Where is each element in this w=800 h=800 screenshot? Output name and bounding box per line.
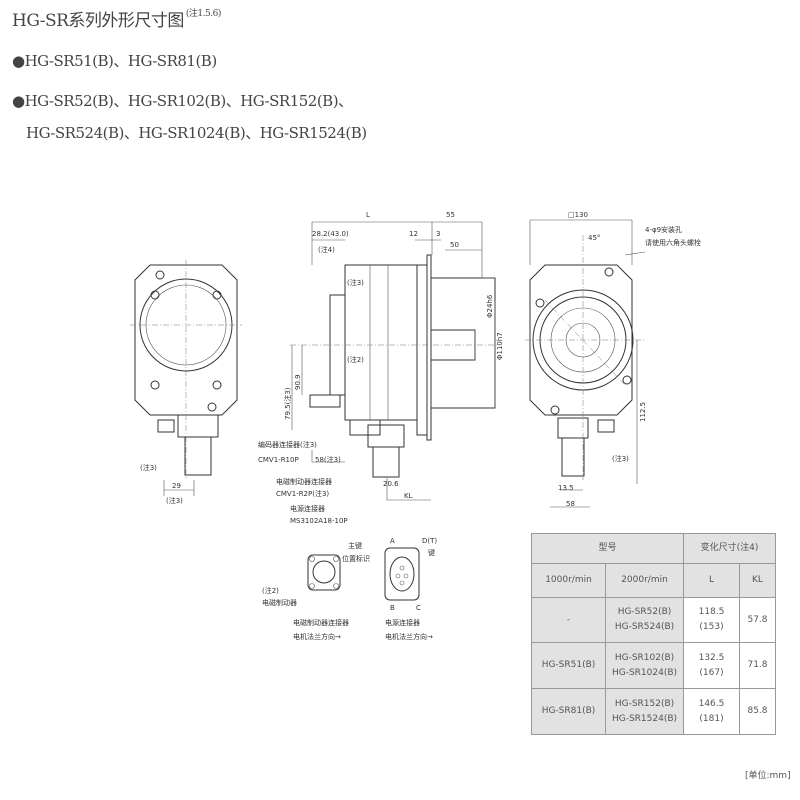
cell-1000: - bbox=[531, 597, 606, 643]
model-group-1: ●HG-SR51(B)、HG-SR81(B) bbox=[12, 52, 217, 70]
cell-L-brake: (153) bbox=[699, 622, 724, 632]
label-bolt-note: 请使用六角头螺栓 bbox=[645, 238, 701, 247]
cell-KL: 57.8 bbox=[739, 597, 776, 643]
cell-L-brake: (181) bbox=[699, 713, 724, 724]
dim-28: 28.2(43.0) bbox=[312, 230, 349, 238]
label-power-part: MS3102A18-10P bbox=[290, 517, 348, 525]
title-text: HG-SR系列外形尺寸图 bbox=[12, 11, 184, 31]
cell-L: 132.5 bbox=[698, 652, 725, 663]
page-title: HG-SR系列外形尺寸图(注1.5.6) bbox=[12, 6, 221, 31]
label-power-direction: 电机法兰方向→ bbox=[385, 632, 433, 641]
header-2000: 2000r/min bbox=[605, 563, 684, 598]
side-view-drawing: L 55 28.2(43.0) 12 3 (注4) 50 (注3) (注2) Φ… bbox=[258, 211, 504, 525]
cell-1000: HG-SR51(B) bbox=[531, 642, 606, 689]
dim-phi110: Φ110h7 bbox=[496, 332, 504, 360]
dim-79: 79.5(注3) bbox=[283, 387, 292, 420]
label-note2: (注2) bbox=[262, 586, 279, 595]
dim-50: 50 bbox=[450, 241, 459, 249]
dim-KL: KL bbox=[404, 492, 413, 500]
label-key-position: 位置标识 bbox=[342, 554, 370, 563]
table-row: - HG-SR52(B) HG-SR524(B) 118.5 (153) 57.8 bbox=[531, 597, 776, 643]
cell-KL: 71.8 bbox=[739, 642, 776, 689]
label-note3: (注3) bbox=[612, 454, 629, 463]
cell-2000: HG-SR52(B) bbox=[617, 607, 672, 617]
dim-90: 90.9 bbox=[294, 374, 302, 390]
title-note: (注1.5.6) bbox=[185, 9, 221, 19]
label-encoder-connector: 编码器连接器(注3) bbox=[258, 440, 317, 449]
label-key: 键 bbox=[428, 548, 435, 557]
cell-L: 146.5 bbox=[698, 698, 725, 709]
label-note3: (注3) bbox=[166, 496, 183, 505]
label-mounting-holes: 4-φ9安装孔 bbox=[645, 225, 682, 234]
header-model: 型号 bbox=[531, 533, 684, 564]
label-note3: (注3) bbox=[140, 463, 157, 472]
label-power-connector: 电源连接器 bbox=[385, 618, 420, 627]
label-note2: (注2) bbox=[347, 355, 364, 364]
unit-label: [单位:mm] bbox=[745, 771, 791, 781]
pin-d: D(T) bbox=[422, 537, 437, 545]
cell-KL: 85.8 bbox=[739, 688, 776, 735]
table-row: HG-SR81(B) HG-SR152(B) HG-SR1524(B) 146.5 (1… bbox=[531, 688, 776, 735]
label-brake-connector: 电磁制动器连接器 bbox=[293, 618, 349, 627]
cell-1000: HG-SR81(B) bbox=[531, 688, 606, 735]
cell-2000: HG-SR1524(B) bbox=[611, 713, 678, 724]
label-brake-part: CMV1-R2P(注3) bbox=[276, 489, 329, 498]
label-power-connector: 电源连接器 bbox=[290, 504, 325, 513]
cell-2000: HG-SR152(B) bbox=[614, 698, 675, 709]
label-brake-direction: 电机法兰方向→ bbox=[293, 632, 341, 641]
header-L: L bbox=[683, 563, 740, 598]
label-brake-connector: 电磁制动器连接器 bbox=[276, 477, 332, 486]
dim-L: L bbox=[366, 211, 370, 219]
pin-a: A bbox=[390, 537, 395, 545]
label-encoder-part: CMV1-R10P bbox=[258, 456, 299, 464]
dim-130: □130 bbox=[568, 211, 588, 219]
label-note4: (注4) bbox=[318, 245, 335, 254]
dim-58: 58 bbox=[566, 500, 575, 508]
dim-58: 58(注3) bbox=[315, 455, 341, 464]
cell-2000: HG-SR524(B) bbox=[614, 622, 675, 632]
label-note3: (注3) bbox=[347, 278, 364, 287]
cell-2000: HG-SR102(B) bbox=[614, 652, 675, 663]
header-variable: 变化尺寸(注4) bbox=[683, 533, 776, 564]
label-brake: 电磁制动器 bbox=[262, 598, 297, 607]
dim-55: 55 bbox=[446, 211, 455, 219]
cell-L: 118.5 bbox=[698, 607, 725, 617]
cell-L-brake: (167) bbox=[699, 667, 724, 678]
rear-view-drawing: (注3) 29 (注3) bbox=[130, 260, 242, 505]
pin-b: B bbox=[390, 604, 395, 612]
dim-phi24: Φ24h6 bbox=[486, 294, 494, 318]
dim-13: 13.5 bbox=[558, 484, 574, 492]
dim-112: 112.5 bbox=[639, 402, 647, 422]
pin-c: C bbox=[416, 604, 421, 612]
dim-3: 3 bbox=[436, 230, 440, 238]
label-key: 主键 bbox=[348, 541, 362, 550]
dim-29: 29 bbox=[172, 482, 181, 490]
dim-12: 12 bbox=[409, 230, 418, 238]
model-group-2-line2: HG-SR524(B)、HG-SR1024(B)、HG-SR1524(B) bbox=[26, 124, 367, 142]
model-group-2-line1: ●HG-SR52(B)、HG-SR102(B)、HG-SR152(B)、 bbox=[12, 92, 353, 110]
connector-views: 主键 位置标识 (注2) 电磁制动器 电磁制动器连接器 电机法兰方向→ A D(… bbox=[262, 537, 437, 641]
header-KL: KL bbox=[739, 563, 776, 598]
header-1000: 1000r/min bbox=[531, 563, 606, 598]
dim-angle: 45° bbox=[588, 234, 600, 242]
dim-20: 20.6 bbox=[383, 480, 399, 488]
front-view-drawing: □130 4-φ9安装孔 请使用六角头螺栓 45° 112.5 (注3) 13.… bbox=[525, 211, 701, 508]
cell-2000: HG-SR1024(B) bbox=[611, 667, 678, 678]
table-row: HG-SR51(B) HG-SR102(B) HG-SR1024(B) 132.5 (1… bbox=[531, 642, 776, 689]
